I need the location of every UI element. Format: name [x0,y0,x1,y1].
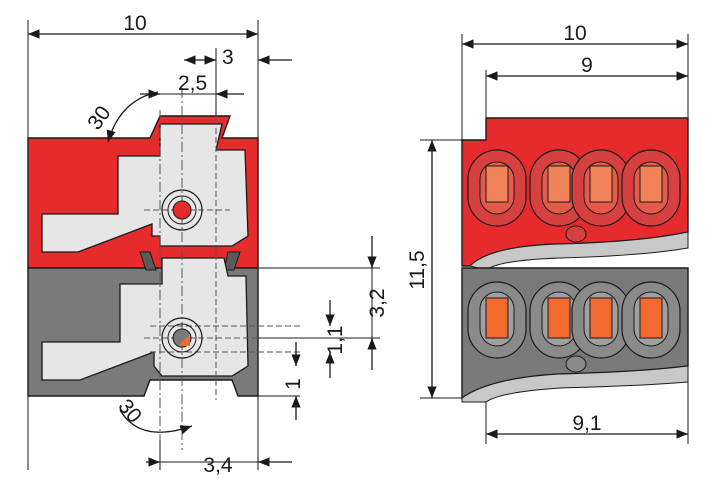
dim-angle-top: 30 [83,102,115,134]
lower-contact-insert [41,257,249,381]
dim-front-height: 11,5 [406,250,429,289]
upper-lever-row [467,149,681,243]
dim-lower-step: 1 [282,378,305,390]
dim-front-bottom-width: 9,1 [572,412,601,435]
dim-hole-offset: 1,1 [324,325,347,354]
dim-height-step: 3,2 [366,288,389,317]
dim-angle-bottom: 30 [113,395,146,428]
upper-contact-insert [41,123,249,253]
upper-wire-hole [161,189,203,231]
dim-bottom-offset: 3,4 [203,454,233,477]
dim-front-top-width: 9 [581,54,593,77]
dim-slot-width: 2,5 [178,72,207,95]
lower-wire-hole [161,317,203,359]
left-side-view: 10 3 2,5 30 3,2 1,1 1 30 3,4 [27,12,389,477]
dim-front-width: 10 [563,22,586,45]
dim-offset-right: 3 [222,46,234,69]
dim-left-width: 10 [123,12,146,35]
right-front-view: 10 9 11,5 9,1 [406,22,689,444]
lower-lever-row [467,281,681,373]
